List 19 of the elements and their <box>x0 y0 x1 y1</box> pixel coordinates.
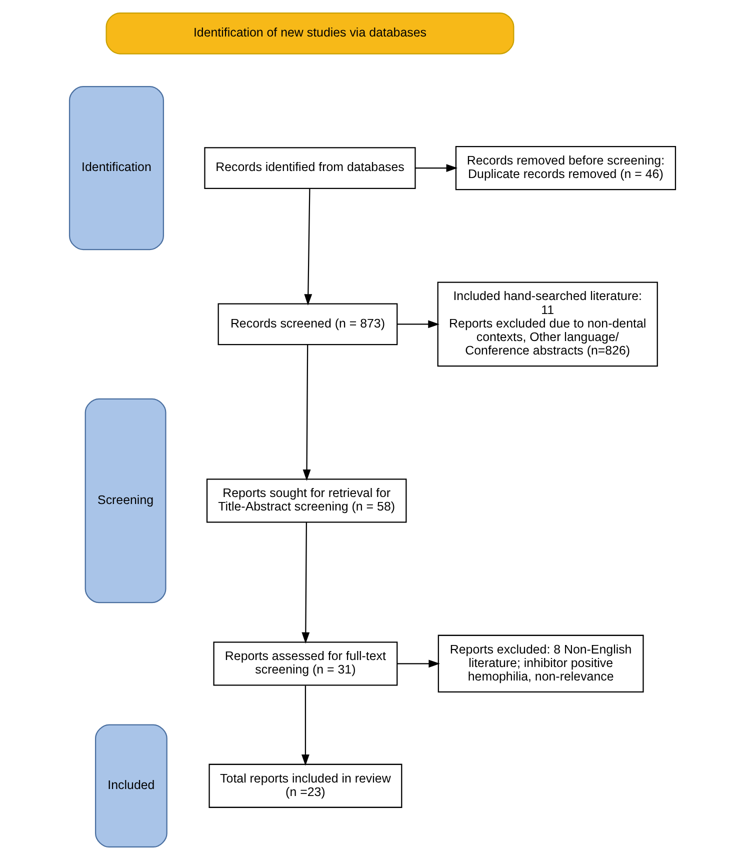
arrow <box>304 188 312 306</box>
arrow <box>302 344 310 481</box>
arrow <box>301 522 310 644</box>
arrow <box>396 660 440 668</box>
arrow <box>300 686 309 766</box>
node-box: Screening <box>84 398 166 604</box>
node-box: Total reports included in review (n =23) <box>208 764 402 808</box>
node-box: Identification of new studies via databases <box>105 12 514 54</box>
node-box: Records identified from databases <box>204 147 416 189</box>
node-box: Reports excluded: 8 Non-English literature; inhibitor positive hemophilia, non-relevance <box>437 634 644 693</box>
node-box: Reports sought for retrieval for Title-Abstract screening (n = 58) <box>206 478 406 523</box>
arrow <box>396 320 439 328</box>
node-box: Reports assessed for full-text screening (n = 31) <box>212 642 398 686</box>
node-box: Included <box>94 724 167 848</box>
node-box: Identification <box>68 86 164 250</box>
arrow <box>414 164 458 172</box>
node-box: Records removed before screening: Duplicate records removed (n = 46) <box>454 146 676 190</box>
node-box: Records screened (n = 873) <box>217 303 398 346</box>
node-box: Included hand-searched literature: 11 Reports excluded due to non-dental contexts, Other language/ Conference abstracts (n=826) <box>436 282 658 367</box>
